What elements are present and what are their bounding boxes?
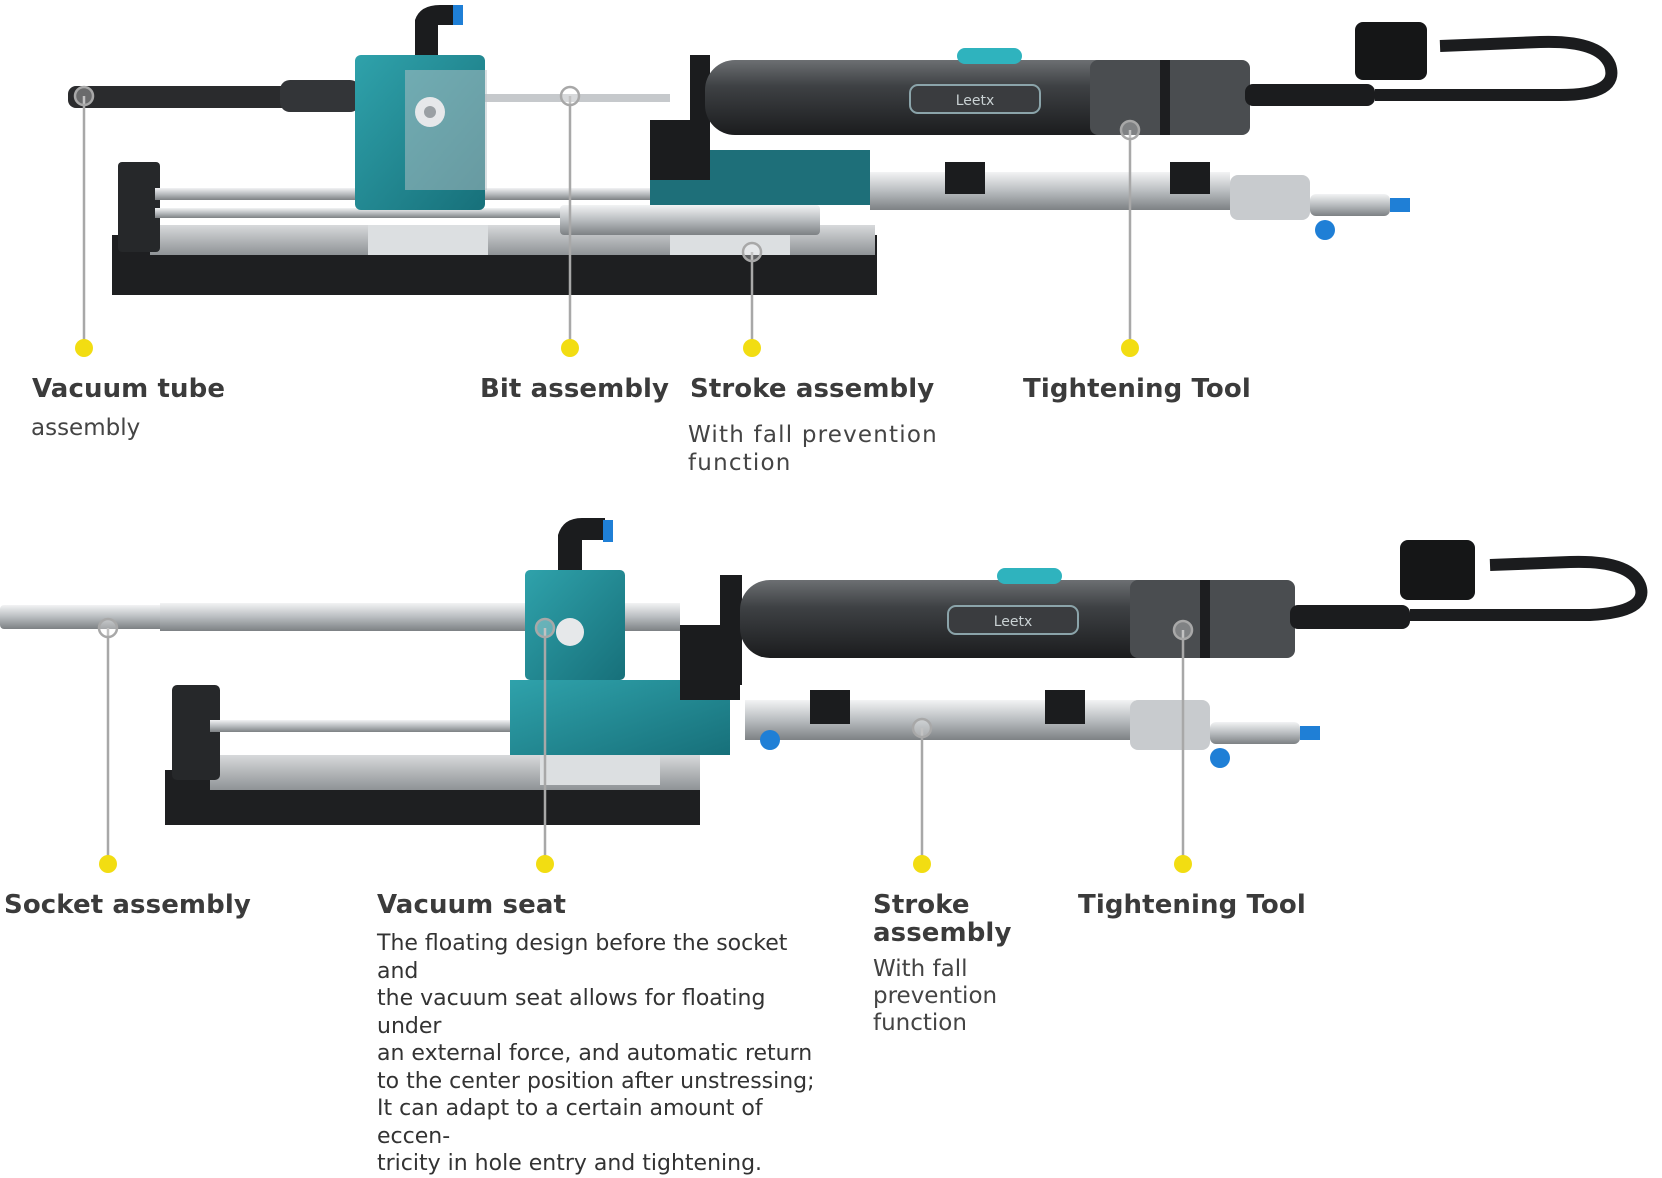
stroke-assembly-2-sub-2: prevention — [873, 983, 998, 1009]
brand-logo-text-2: Leetx — [994, 614, 1033, 630]
bit-assembly-title: Bit assembly — [480, 374, 670, 404]
vacuum-seat-line-4: to the center position after unstressing… — [377, 1068, 815, 1094]
product-illustration: Leetx — [0, 5, 1648, 873]
vacuum-seat-line-2: the vacuum seat allows for floating unde… — [377, 986, 766, 1039]
vacuum-seat-title: Vacuum seat — [377, 890, 567, 920]
vacuum-seat-line-5: It can adapt to a certain amount of ecce… — [377, 1096, 763, 1149]
stroke-assembly-2-title-2: assembly — [873, 918, 1012, 948]
tightening-tool-title: Tightening Tool — [1023, 374, 1251, 404]
vacuum-seat-line-3: an external force, and automatic return — [377, 1041, 813, 1066]
bottom-assembly: Leetx — [0, 518, 1648, 825]
vacuum-tube-title: Vacuum tube — [32, 374, 226, 404]
stroke-assembly-title: Stroke assembly — [690, 374, 935, 404]
vacuum-seat-line-1: The floating design before the socket an… — [377, 931, 788, 984]
stroke-assembly-2-sub-1: With fall — [873, 956, 968, 982]
stroke-assembly-sub-1: With fall prevention — [688, 422, 938, 448]
stroke-assembly-2-sub-3: function — [873, 1010, 967, 1036]
top-assembly: Leetx — [68, 5, 1618, 295]
top-dots — [75, 339, 1139, 357]
vacuum-seat-description: The floating design before the socket an… — [377, 930, 817, 1178]
vacuum-seat-line-6: tricity in hole entry and tightening. — [377, 1151, 763, 1176]
bottom-dots — [99, 855, 1192, 873]
vacuum-tube-sub: assembly — [31, 415, 141, 441]
brand-logo-text: Leetx — [956, 93, 995, 109]
bottom-callouts — [97, 617, 1194, 862]
stroke-assembly-sub-2: function — [688, 450, 792, 476]
tightening-tool-2-title: Tightening Tool — [1078, 890, 1306, 920]
socket-assembly-title: Socket assembly — [4, 890, 251, 920]
stroke-assembly-2-title-1: Stroke — [873, 890, 970, 920]
top-callouts — [73, 85, 1141, 345]
